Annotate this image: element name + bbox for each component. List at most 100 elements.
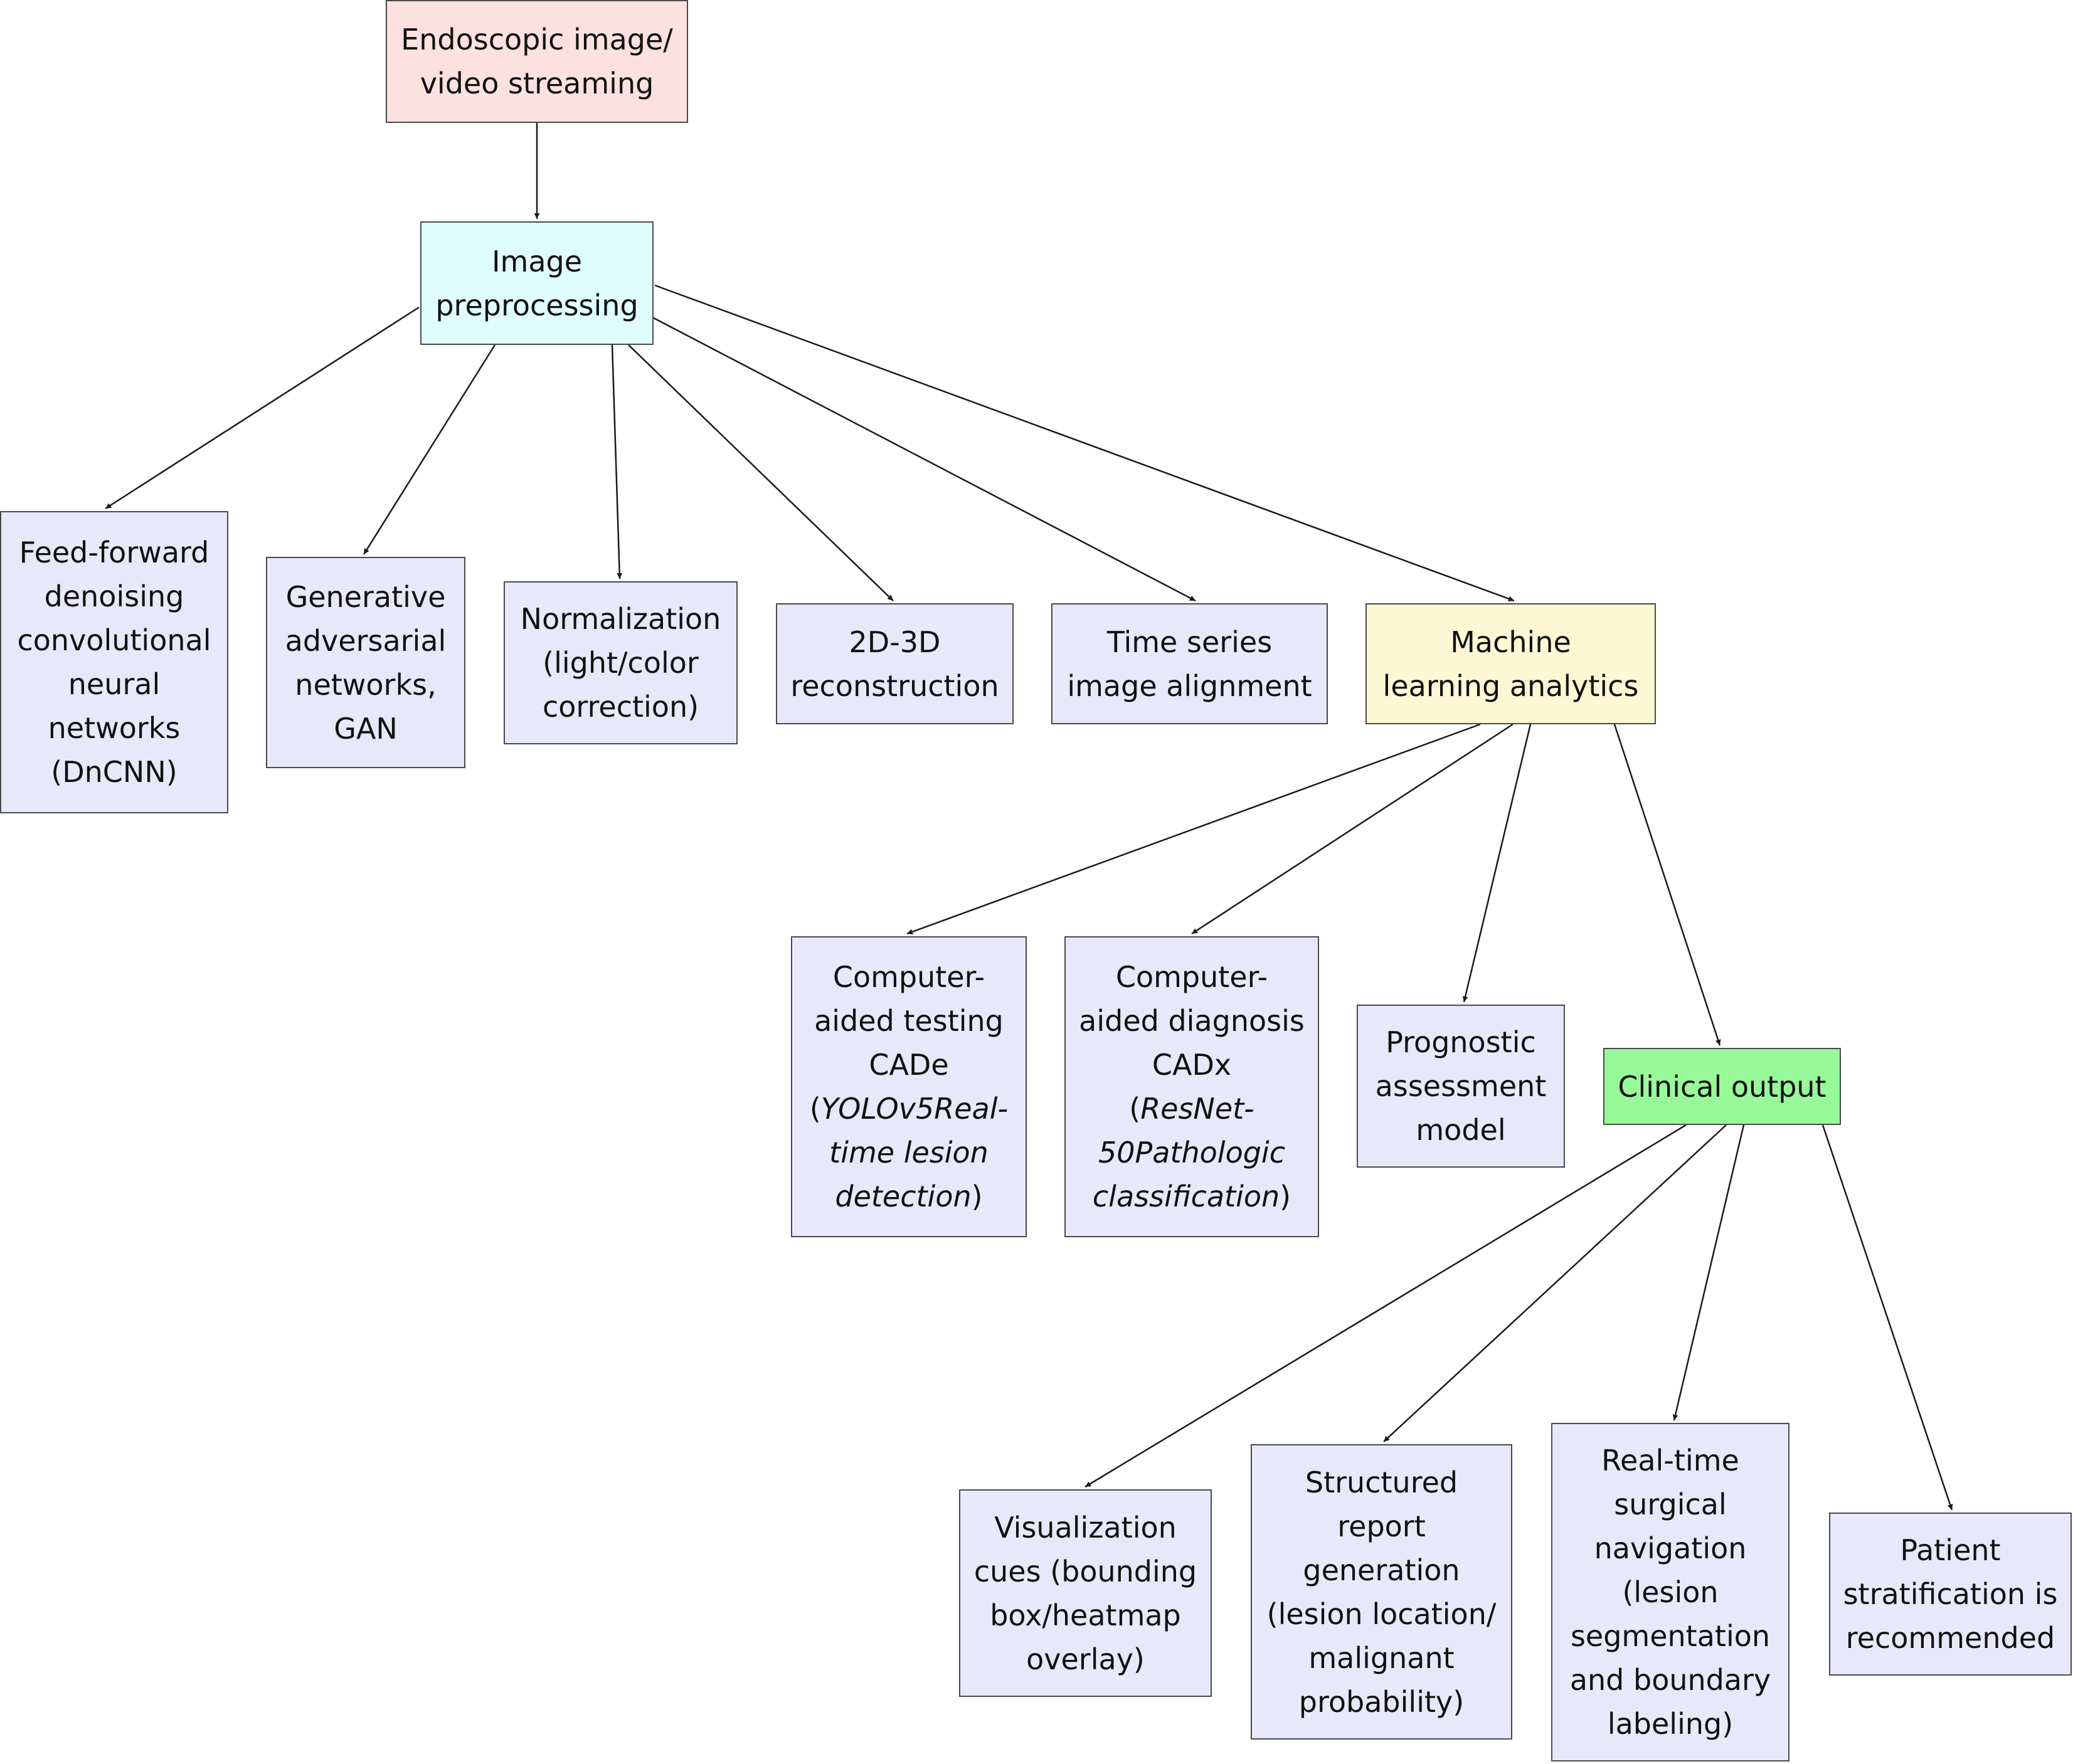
stratification-node: Patient stratification is recommended bbox=[1829, 1513, 2072, 1676]
node-text-line: navigation bbox=[1594, 1531, 1747, 1565]
edge-clinical-to-stratification bbox=[1821, 1124, 1953, 1511]
node-text-line: and boundary bbox=[1569, 1663, 1771, 1697]
node-text-line: aided testing bbox=[814, 1004, 1004, 1038]
alignment-node: Time series image alignment bbox=[1051, 603, 1328, 724]
node-text-line: correction) bbox=[542, 690, 699, 724]
node-text-line: 2D-3D bbox=[849, 625, 941, 659]
node-text-line: Clinical output bbox=[1618, 1069, 1826, 1104]
edge-preprocessing-to-gan bbox=[363, 344, 496, 555]
edge-preprocessing-to-dncnn bbox=[105, 306, 420, 510]
node-detail-italic: ResNet- bbox=[1140, 1092, 1254, 1126]
edge-clinical-to-navigation bbox=[1672, 1124, 1745, 1421]
node-detail-italic: classification bbox=[1092, 1180, 1280, 1213]
node-text-line: Feed-forward bbox=[19, 536, 209, 569]
node-text-line: GAN bbox=[334, 711, 398, 746]
node-text-line: probability) bbox=[1298, 1684, 1465, 1719]
node-text-line: Real-time bbox=[1601, 1444, 1739, 1477]
clinical-node: Clinical output bbox=[1603, 1048, 1841, 1125]
node-text-line: Structured bbox=[1305, 1465, 1458, 1499]
edge-ml-to-clinical bbox=[1613, 724, 1721, 1046]
edge-ml-to-prognostic bbox=[1462, 724, 1532, 1003]
node-text-line: Computer- bbox=[832, 960, 985, 994]
source-node: Endoscopic image/video streaming bbox=[386, 0, 688, 123]
edge-preprocessing-to-ml bbox=[654, 284, 1515, 602]
reconstruction-node: 2D-3D reconstruction bbox=[776, 603, 1014, 724]
node-text-line: stratification is bbox=[1843, 1577, 2058, 1611]
node-text-line: aided diagnosis bbox=[1079, 1004, 1305, 1038]
node-detail-italic: detection bbox=[835, 1180, 972, 1213]
node-text-line: preprocessing bbox=[435, 288, 639, 322]
edge-preprocessing-to-normalization bbox=[611, 344, 623, 579]
node-text-line: cues (bounding bbox=[973, 1554, 1197, 1588]
node-text-line: Image bbox=[491, 244, 583, 278]
edge-clinical-to-visualization bbox=[1084, 1124, 1687, 1488]
report-node: Structured report generation (lesion locati… bbox=[1251, 1444, 1512, 1740]
node-detail-italic: time lesion bbox=[829, 1136, 989, 1170]
node-text-line: model bbox=[1416, 1113, 1506, 1147]
node-text-line: box/heatmap bbox=[990, 1598, 1181, 1632]
node-text-line: Visualization bbox=[994, 1510, 1177, 1545]
node-text-line: malignant bbox=[1308, 1640, 1455, 1675]
dncnn-node: Feed-forward denoising convolutional neural… bbox=[0, 511, 228, 813]
close-paren: ) bbox=[971, 1180, 983, 1213]
node-text-line: report bbox=[1337, 1509, 1426, 1543]
node-detail-italic: 50Pathologic bbox=[1098, 1136, 1285, 1170]
open-paren: ( bbox=[809, 1092, 821, 1126]
prognostic-node: Prognostic assessment model bbox=[1357, 1005, 1565, 1168]
node-text-line: Computer- bbox=[1115, 960, 1268, 994]
node-text-line: Patient bbox=[1900, 1533, 2001, 1567]
node-text-line: Generative bbox=[285, 579, 446, 614]
node-text-line: Machine bbox=[1450, 625, 1571, 659]
node-detail-italic: YOLOv5Real- bbox=[820, 1092, 1009, 1126]
node-text-line: Normalization bbox=[520, 602, 721, 636]
node-text-line: Time series bbox=[1106, 625, 1273, 659]
gan-node: Generative adversarial networks, GAN bbox=[266, 557, 465, 768]
node-text-line: reconstruction bbox=[790, 668, 999, 703]
node-text-line: surgical bbox=[1614, 1487, 1727, 1521]
node-text-line: Endoscopic image/ bbox=[401, 23, 673, 56]
node-detail-line: 50Pathologic bbox=[1098, 1131, 1285, 1175]
node-text-line: adversarial bbox=[285, 623, 447, 658]
edge-preprocessing-to-reconstruction bbox=[628, 344, 894, 601]
preprocessing-node: Image preprocessing bbox=[420, 221, 654, 345]
node-detail-line: time lesion bbox=[829, 1131, 989, 1175]
node-detail-line: (YOLOv5Real- bbox=[810, 1087, 1008, 1131]
node-text-line: (lesion location/ bbox=[1266, 1597, 1497, 1631]
node-text-line: video streaming bbox=[420, 66, 654, 100]
node-text-line: CADx bbox=[1152, 1048, 1232, 1082]
node-text-line: denoising bbox=[44, 579, 184, 613]
node-text-line: (light/color bbox=[543, 646, 699, 680]
node-text-line: convolutional bbox=[17, 623, 211, 657]
visualization-node: Visualization cues (bounding box/heatmap ov… bbox=[959, 1489, 1212, 1697]
node-text-line: recommended bbox=[1845, 1621, 2055, 1655]
edge-preprocessing-to-alignment bbox=[652, 316, 1196, 602]
normalization-node: Normalization (light/color correction) bbox=[504, 581, 738, 744]
node-text-line: labeling) bbox=[1607, 1707, 1734, 1741]
edge-clinical-to-report bbox=[1383, 1124, 1727, 1442]
node-text-line: Prognostic bbox=[1386, 1025, 1536, 1059]
node-text-line: neural bbox=[68, 667, 161, 701]
node-text-line: generation bbox=[1303, 1553, 1460, 1587]
node-text-line: networks, bbox=[295, 667, 437, 702]
node-detail-line: classification) bbox=[1093, 1175, 1291, 1218]
node-text-line: overlay) bbox=[1026, 1642, 1145, 1676]
node-text-line: networks bbox=[48, 711, 181, 745]
node-text-line: assessment bbox=[1375, 1069, 1547, 1103]
node-detail-line: detection) bbox=[835, 1175, 982, 1218]
node-text-line: (DnCNN) bbox=[51, 755, 178, 789]
edge-ml-to-cade bbox=[906, 723, 1481, 935]
node-detail-line: (ResNet- bbox=[1129, 1087, 1254, 1131]
edge-ml-to-cadx bbox=[1191, 723, 1514, 935]
node-text-line: segmentation bbox=[1570, 1619, 1771, 1653]
open-paren: ( bbox=[1129, 1092, 1141, 1126]
node-text-line: CADe bbox=[869, 1048, 949, 1082]
close-paren: ) bbox=[1280, 1180, 1291, 1213]
node-text-line: image alignment bbox=[1067, 668, 1312, 703]
node-text-line: (lesion bbox=[1622, 1575, 1719, 1609]
navigation-node: Real-time surgical navigation (lesion segmen… bbox=[1551, 1423, 1789, 1761]
